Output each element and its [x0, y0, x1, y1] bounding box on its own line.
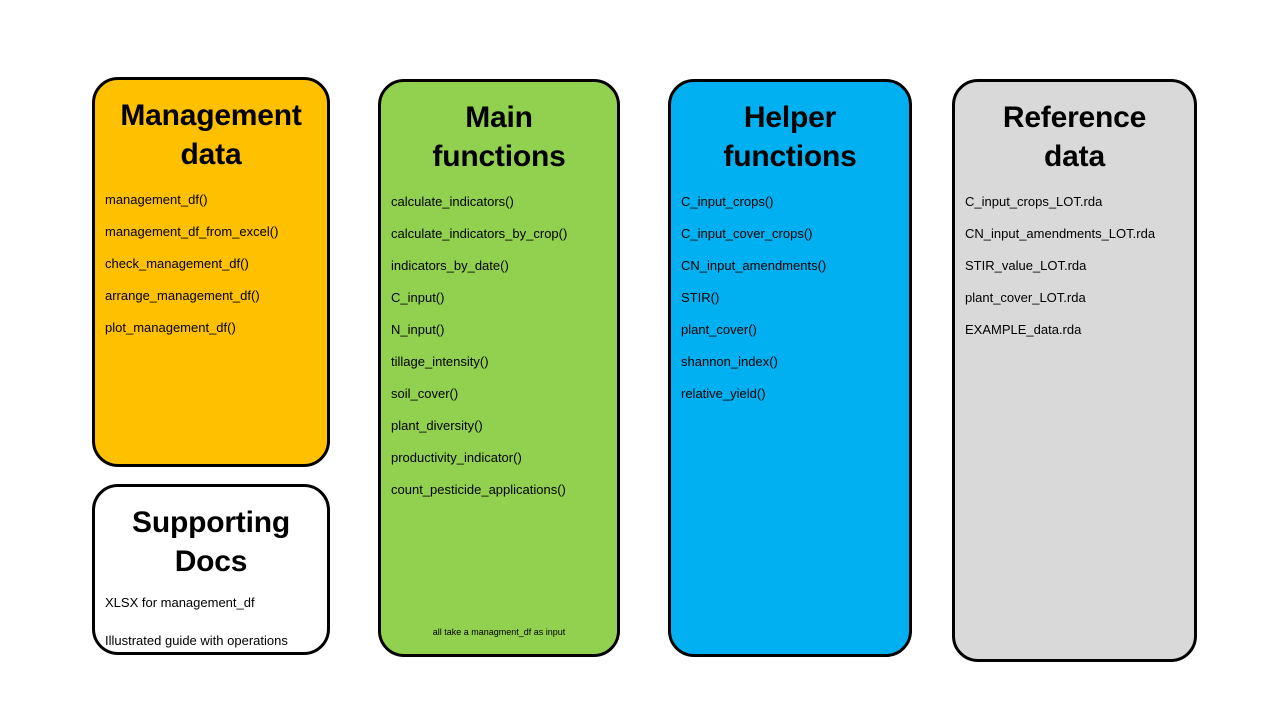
list-item: plant_cover() — [681, 322, 757, 337]
card-list-helper-functions: C_input_crops() C_input_cover_crops() CN… — [671, 176, 909, 402]
card-list-main-functions: calculate_indicators() calculate_indicat… — [381, 176, 617, 498]
list-item: plant_cover_LOT.rda — [965, 290, 1086, 305]
list-item: calculate_indicators_by_crop() — [391, 226, 568, 241]
list-item: plot_management_df() — [105, 320, 236, 335]
card-title-reference-data: Reference data — [1002, 101, 1147, 173]
list-item: STIR() — [681, 290, 720, 305]
list-item: shannon_index() — [681, 354, 778, 369]
list-item: tillage_intensity() — [391, 354, 489, 369]
card-main-functions: Main functions calculate_indicators() ca… — [378, 79, 620, 657]
list-item: relative_yield() — [681, 386, 766, 401]
list-item: count_pesticide_applications() — [391, 482, 566, 497]
list-item: C_input_cover_crops() — [681, 226, 813, 241]
list-item: arrange_management_df() — [105, 288, 260, 303]
list-item: Illustrated guide with operations — [105, 633, 288, 648]
list-item: EXAMPLE_data.rda — [965, 322, 1082, 337]
card-management-data: Management data management_df() manageme… — [92, 77, 330, 467]
list-item: indicators_by_date() — [391, 258, 509, 273]
card-helper-functions: Helper functions C_input_crops() C_input… — [668, 79, 912, 657]
list-item: XLSX for management_df — [105, 595, 255, 610]
list-item: STIR_value_LOT.rda — [965, 258, 1087, 273]
list-item: check_management_df() — [105, 256, 249, 271]
list-item: plant_diversity() — [391, 418, 483, 433]
list-item: CN_input_amendments_LOT.rda — [965, 226, 1156, 241]
card-title-management-data: Management data — [120, 99, 302, 171]
card-list-management-data: management_df() management_df_from_excel… — [95, 174, 327, 336]
list-item: C_input_crops_LOT.rda — [965, 194, 1103, 209]
card-reference-data: Reference data C_input_crops_LOT.rda CN_… — [952, 79, 1197, 662]
card-note-main-functions: all take a managment_df as input — [432, 627, 566, 637]
list-item: management_df() — [105, 192, 208, 207]
list-item: calculate_indicators() — [391, 194, 514, 209]
list-item: N_input() — [391, 322, 445, 337]
list-item: productivity_indicator() — [391, 450, 522, 465]
list-item: soil_cover() — [391, 386, 459, 401]
card-title-main-functions: Main functions — [432, 101, 566, 173]
list-item: CN_input_amendments() — [681, 258, 827, 273]
list-item: C_input() — [391, 290, 445, 305]
list-item: C_input_crops() — [681, 194, 774, 209]
card-title-supporting-docs: Supporting Docs — [132, 506, 290, 578]
card-supporting-docs: Supporting Docs XLSX for management_df I… — [92, 484, 330, 655]
card-title-helper-functions: Helper functions — [723, 101, 857, 173]
list-item: management_df_from_excel() — [105, 224, 279, 239]
card-list-supporting-docs: XLSX for management_df Illustrated guide… — [95, 581, 327, 649]
card-list-reference-data: C_input_crops_LOT.rda CN_input_amendment… — [955, 176, 1194, 338]
